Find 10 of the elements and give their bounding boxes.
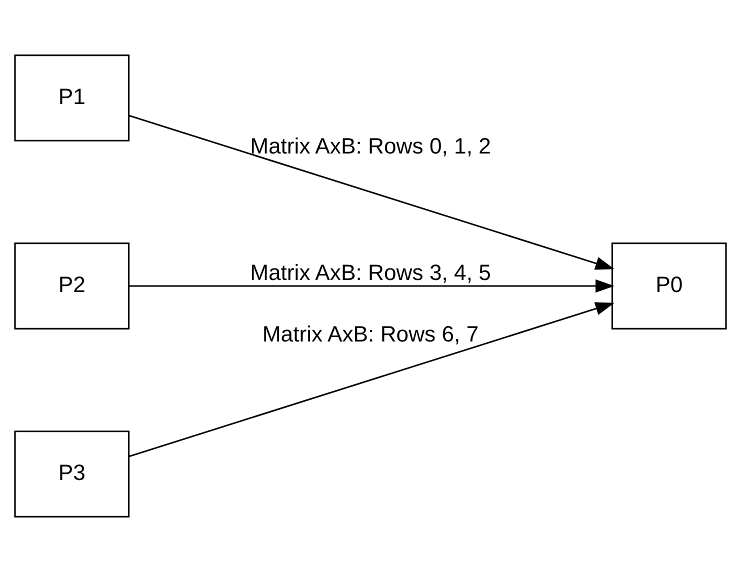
arrow: [128, 278, 614, 292]
node-box: P3: [14, 430, 130, 517]
edge-label: Matrix AxB: Rows 6, 7: [262, 321, 479, 346]
node-box: P1: [14, 54, 130, 141]
arrow: [128, 302, 614, 457]
node-box: P0: [611, 242, 727, 329]
arrow: [128, 114, 614, 270]
node-box: P2: [14, 242, 130, 329]
edge-label: Matrix AxB: Rows 3, 4, 5: [250, 259, 491, 284]
edge-label: Matrix AxB: Rows 0, 1, 2: [250, 133, 491, 158]
